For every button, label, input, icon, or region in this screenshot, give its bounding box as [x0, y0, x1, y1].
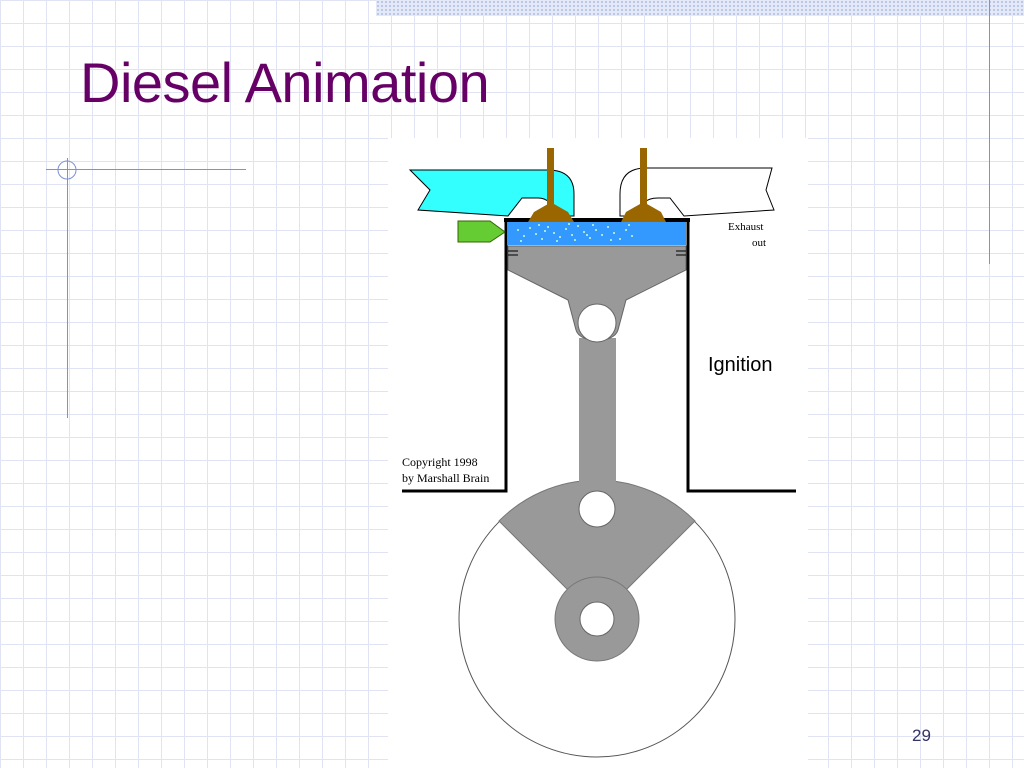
stroke-label: Ignition [708, 354, 773, 376]
wrist-pin-hole [577, 303, 617, 343]
fuel-injector [457, 220, 506, 243]
title-underline [46, 169, 246, 170]
cylinder-wall-right [686, 220, 796, 493]
slide-title: Diesel Animation [80, 51, 490, 114]
header-band [376, 0, 1024, 16]
copyright-line2: by Marshall Brain [402, 471, 489, 485]
intake-valve [528, 148, 574, 222]
corner-ornament-icon [57, 160, 77, 180]
vertical-rule-left [67, 158, 68, 418]
crankpin-hole [578, 490, 616, 528]
exhaust-label-line2: out [752, 237, 766, 249]
crank-center-hole [579, 601, 615, 637]
combustion-chamber [508, 222, 686, 245]
fuel-spray [517, 223, 633, 242]
diesel-engine-diagram: Exhaust out Ignition Copyright 1998 by M… [388, 138, 808, 768]
cylinder-wall-left [402, 220, 508, 493]
connecting-rod [579, 338, 616, 513]
exhaust-valve [621, 148, 666, 222]
exhaust-label-line1: Exhaust [728, 221, 763, 233]
slide-number: 29 [912, 726, 931, 745]
copyright-line1: Copyright 1998 [402, 455, 478, 469]
vertical-rule-right [989, 0, 990, 264]
